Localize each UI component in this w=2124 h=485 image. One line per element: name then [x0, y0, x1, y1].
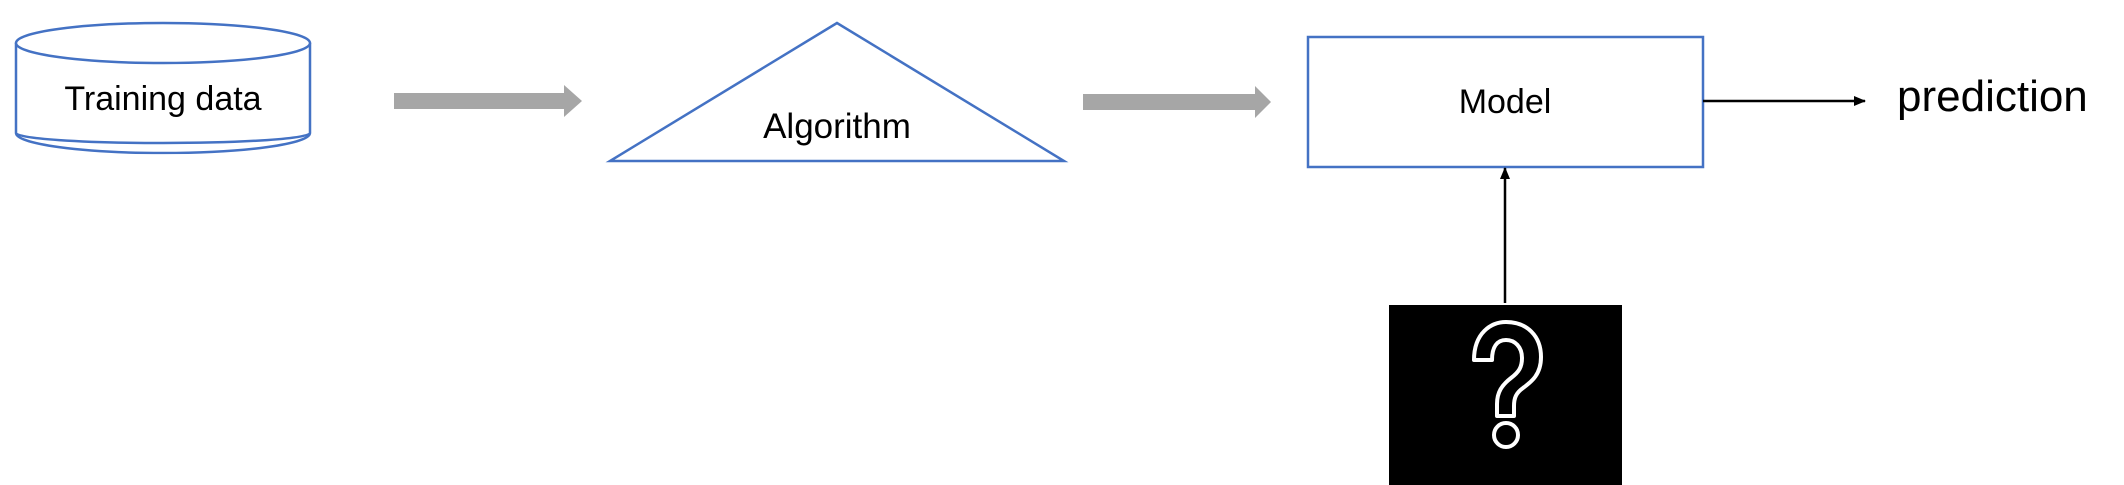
flow-arrow-algorithm-to-model [1083, 86, 1271, 118]
training-data-node: Training data [14, 21, 312, 153]
training-data-cylinder-top [14, 21, 312, 65]
algorithm-label: Algorithm [763, 107, 911, 146]
black-box [1389, 305, 1622, 485]
algorithm-triangle [605, 21, 1069, 163]
question-mark-icon [1472, 320, 1543, 449]
prediction-label: prediction [1897, 72, 2088, 121]
model-node: Model [1306, 35, 1705, 169]
unknown-input-node [1389, 305, 1622, 485]
training-data-label: Training data [64, 80, 261, 118]
algorithm-node: Algorithm [605, 21, 1069, 163]
training-data-cylinder-body [14, 43, 312, 145]
model-label: Model [1459, 83, 1552, 121]
flow-arrow-training-to-algorithm [394, 85, 582, 117]
